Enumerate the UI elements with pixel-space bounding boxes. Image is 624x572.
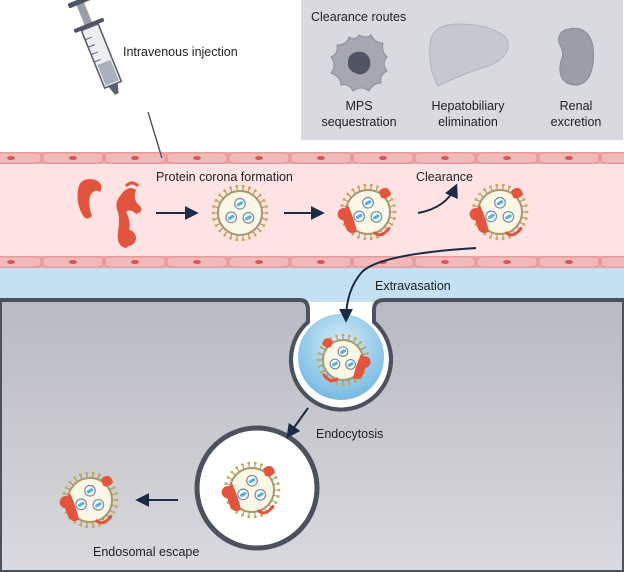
arrow-clearance bbox=[417, 183, 458, 214]
vessel-lumen bbox=[0, 152, 624, 266]
lipid-nanoparticle-with-corona bbox=[337, 183, 397, 241]
clearance-routes-title: Clearance routes bbox=[311, 10, 406, 24]
vessel-wall-top bbox=[0, 152, 624, 164]
syringe-icon bbox=[67, 0, 163, 159]
interstitial-space bbox=[0, 266, 624, 302]
arrow-endocytosis bbox=[286, 407, 309, 439]
lipid-nanoparticle-endocytosed bbox=[316, 333, 371, 387]
endocytosis-label: Endocytosis bbox=[316, 427, 383, 441]
arrow-extravasation bbox=[339, 247, 477, 323]
lipid-nanoparticle-escaped bbox=[59, 471, 119, 529]
lipid-nanoparticle-cleared bbox=[469, 183, 529, 241]
route-1-line2: sequestration bbox=[321, 115, 396, 129]
serum-proteins bbox=[77, 179, 142, 248]
route-2-line1: Hepatobiliary bbox=[432, 99, 506, 113]
lipid-nanoparticle bbox=[211, 184, 269, 242]
lipid-nanoparticle-in-endosome bbox=[221, 461, 281, 519]
macrophage-icon bbox=[330, 34, 388, 92]
vessel-wall-bottom bbox=[0, 256, 624, 268]
route-2-line2: elimination bbox=[438, 115, 498, 129]
route-3-line1: Renal bbox=[560, 99, 593, 113]
route-3-line2: excretion bbox=[551, 115, 602, 129]
clearance-label: Clearance bbox=[416, 170, 473, 184]
corona-label: Protein corona formation bbox=[156, 170, 293, 184]
injection-label: Intravenous injection bbox=[123, 45, 238, 59]
endosomal-escape-label: Endosomal escape bbox=[93, 545, 199, 559]
extravasation-label: Extravasation bbox=[375, 279, 451, 293]
liver-icon bbox=[429, 23, 509, 87]
kidney-icon bbox=[558, 27, 594, 86]
route-1-line1: MPS bbox=[345, 99, 372, 113]
